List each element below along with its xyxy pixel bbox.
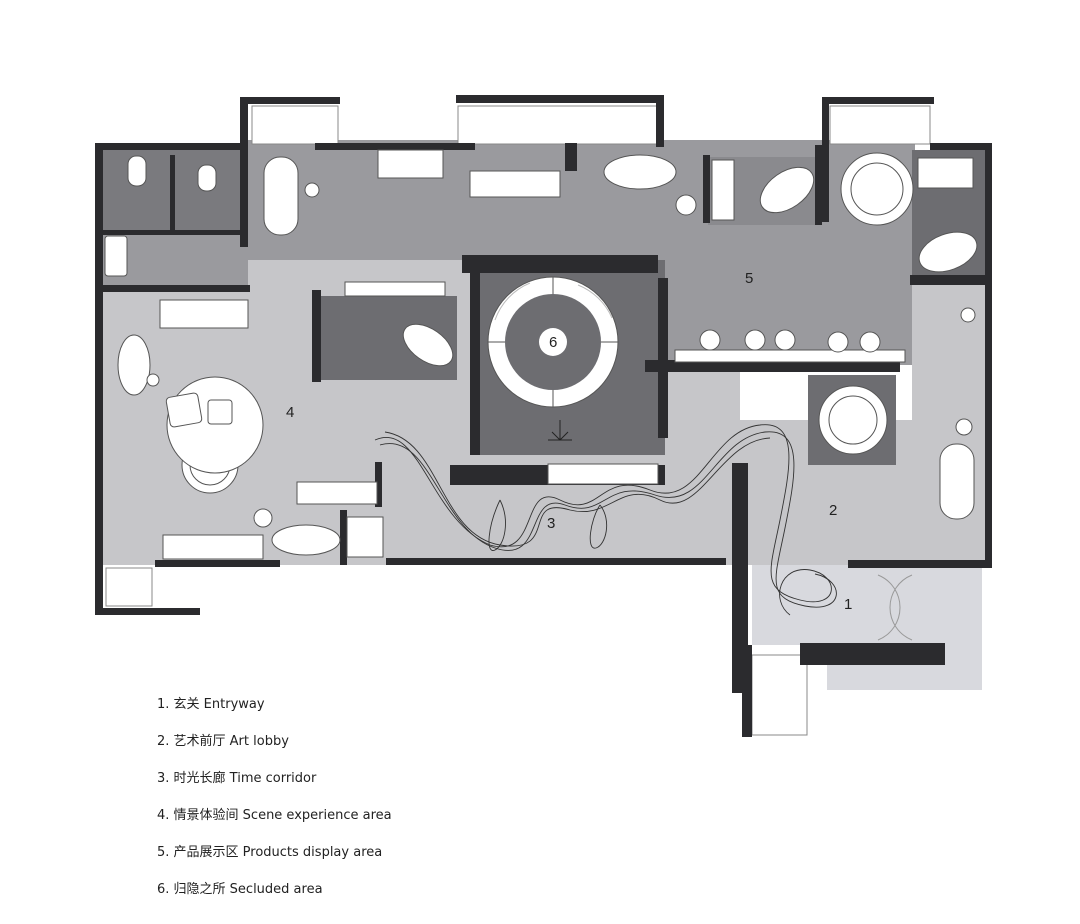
basin-icon [774, 329, 796, 351]
walls [95, 95, 992, 737]
ribbon-sculpture [374, 424, 837, 616]
vanity-icon [469, 170, 561, 198]
basin-icon [827, 331, 849, 353]
chair-icon [207, 399, 233, 425]
right-strip-floor [912, 285, 987, 565]
room-number-6: 6 [549, 334, 557, 351]
toilet-icon [197, 164, 217, 192]
stool-icon [675, 194, 697, 216]
stool-icon [304, 182, 320, 198]
bathtub-icon [271, 524, 341, 556]
planter-box [457, 105, 659, 145]
legend-item-art-lobby: 2. 艺术前厅 Art lobby [157, 734, 289, 749]
basin-icon [744, 329, 766, 351]
basin-icon [859, 331, 881, 353]
planter-box [751, 654, 808, 736]
vanity-icon [917, 157, 974, 189]
secluded-circle [487, 276, 619, 408]
bathtub-icon [759, 166, 815, 214]
legend-item-entryway: 1. 玄关 Entryway [157, 697, 265, 712]
round-bathtub-icon [840, 152, 914, 226]
stool-icon [955, 418, 973, 436]
cabinet-icon [346, 516, 384, 558]
vanity-icon [162, 534, 264, 560]
basin-icon [699, 329, 721, 351]
bathtub-icon [918, 231, 978, 273]
planter-box [829, 105, 931, 145]
stair-arrow-icon [548, 420, 572, 441]
vanity-icon [377, 149, 444, 179]
room-number-4: 4 [286, 404, 294, 421]
vanity-icon [674, 349, 906, 363]
legend-item-scene-experience: 4. 情景体验间 Scene experience area [157, 808, 392, 823]
bathtub-icon [402, 323, 454, 367]
legend-item-time-corridor: 3. 时光长廊 Time corridor [157, 771, 317, 786]
vanity-icon [159, 299, 249, 329]
legend-item-secluded: 6. 归隐之所 Secluded area [157, 882, 323, 897]
bathtub-icon [603, 154, 677, 190]
vanity-icon [296, 481, 378, 505]
room-number-3: 3 [547, 515, 555, 532]
bathtub-icon [263, 156, 299, 236]
planter-box [105, 567, 153, 607]
sink-icon [104, 235, 128, 277]
bathtub-icon [939, 443, 975, 520]
door-icon [877, 574, 901, 641]
toilet-icon [127, 155, 147, 187]
room-number-2: 2 [829, 502, 837, 519]
vanity-icon [711, 159, 735, 221]
door-icon [889, 574, 913, 641]
vanity-icon [344, 281, 446, 297]
chair-icon [165, 392, 203, 428]
fixtures [104, 149, 978, 641]
room-number-1: 1 [844, 596, 852, 613]
legend-item-products-display: 5. 产品展示区 Products display area [157, 845, 383, 860]
planter-box [251, 105, 339, 145]
legend: 1. 玄关 Entryway 2. 艺术前厅 Art lobby 3. 时光长廊… [157, 690, 392, 912]
stool-icon [253, 508, 273, 528]
stool-icon [146, 373, 160, 387]
bathtub-icon [117, 334, 151, 396]
vanity-icon [547, 463, 659, 485]
room-number-5: 5 [745, 270, 753, 287]
stool-icon [960, 307, 976, 323]
